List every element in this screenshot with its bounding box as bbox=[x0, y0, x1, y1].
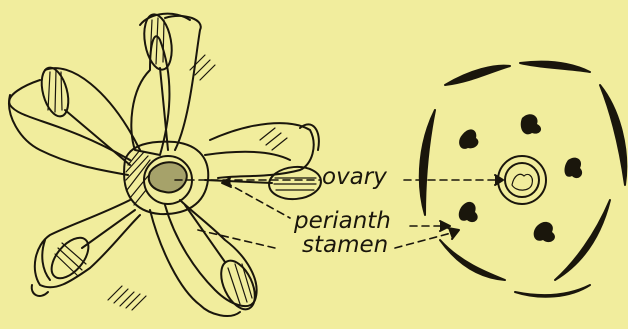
flower-drawing bbox=[9, 12, 322, 316]
perianth-label: perianth bbox=[294, 210, 391, 233]
flower-center bbox=[124, 142, 208, 214]
stamen-anther-lower-left bbox=[45, 231, 96, 284]
stamen-anther-bottom bbox=[214, 256, 261, 315]
ovary-label: ovary bbox=[322, 166, 387, 189]
stamen-label: stamen bbox=[302, 234, 388, 257]
floral-diagram bbox=[420, 62, 626, 297]
stamen-anther-top bbox=[140, 12, 175, 72]
ovary-cross-section bbox=[498, 156, 546, 204]
stamen-marks bbox=[459, 114, 582, 242]
